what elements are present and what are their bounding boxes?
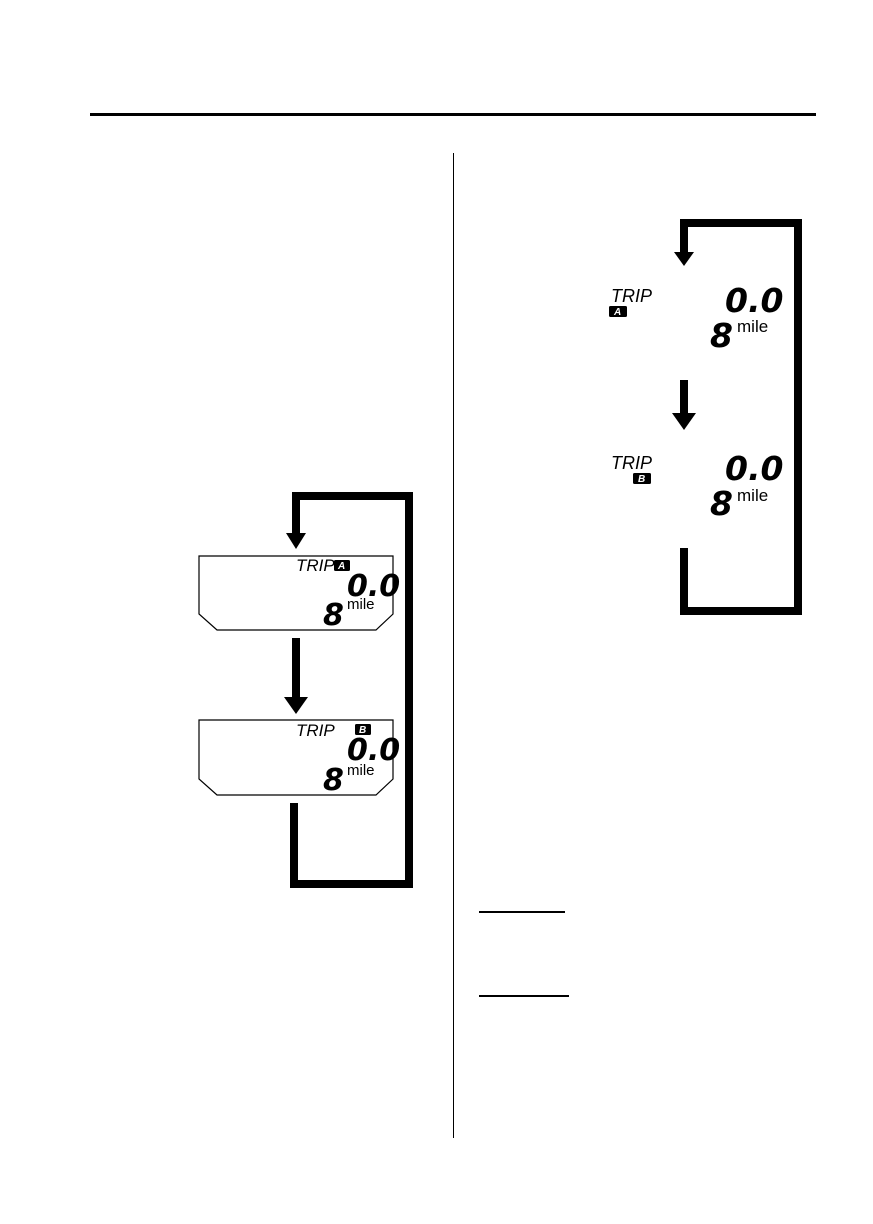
distance-readout: 0.0 (725, 281, 783, 320)
distance-readout: 0.0 (347, 569, 400, 604)
heading-underline (479, 995, 569, 997)
down-arrow-icon (286, 533, 306, 549)
segment-digit: 8 (710, 484, 733, 523)
heading-underline (479, 911, 565, 913)
down-arrow-icon (672, 413, 696, 430)
trip-label: TRIP (611, 453, 652, 473)
trip-a-badge-letter: A (337, 561, 345, 572)
arrow-shaft (680, 380, 688, 414)
cycle-loop-line (290, 492, 413, 888)
trip-b-badge-icon (355, 724, 371, 735)
trip-label: TRIP (611, 286, 652, 306)
unit-label: mile (347, 596, 375, 613)
down-arrow-icon (284, 697, 308, 714)
unit-label: mile (737, 317, 768, 336)
unit-label: mile (347, 762, 375, 779)
segment-digit: 8 (323, 598, 344, 633)
lcd-panel-a (198, 555, 394, 631)
unit-label: mile (737, 486, 768, 505)
arrow-shaft (292, 638, 300, 698)
segment-digit: 8 (323, 763, 344, 798)
segment-digit: 8 (710, 316, 733, 355)
trip-a-badge-icon (334, 560, 350, 571)
trip-label: TRIP (296, 556, 335, 575)
trip-b-badge-icon (633, 473, 651, 484)
trip-a-badge-icon (609, 306, 627, 317)
distance-readout: 0.0 (347, 733, 400, 768)
lcd-panel-b (198, 719, 394, 796)
trip-b-badge-letter: B (638, 474, 645, 485)
trip-b-badge-letter: B (359, 725, 366, 736)
column-divider (453, 153, 454, 1138)
trip-label: TRIP (296, 721, 335, 740)
distance-readout: 0.0 (725, 449, 783, 488)
trip-a-badge-letter: A (613, 307, 621, 318)
header-rule (90, 113, 816, 116)
cycle-loop-line (680, 219, 802, 615)
down-arrow-icon (674, 252, 694, 266)
